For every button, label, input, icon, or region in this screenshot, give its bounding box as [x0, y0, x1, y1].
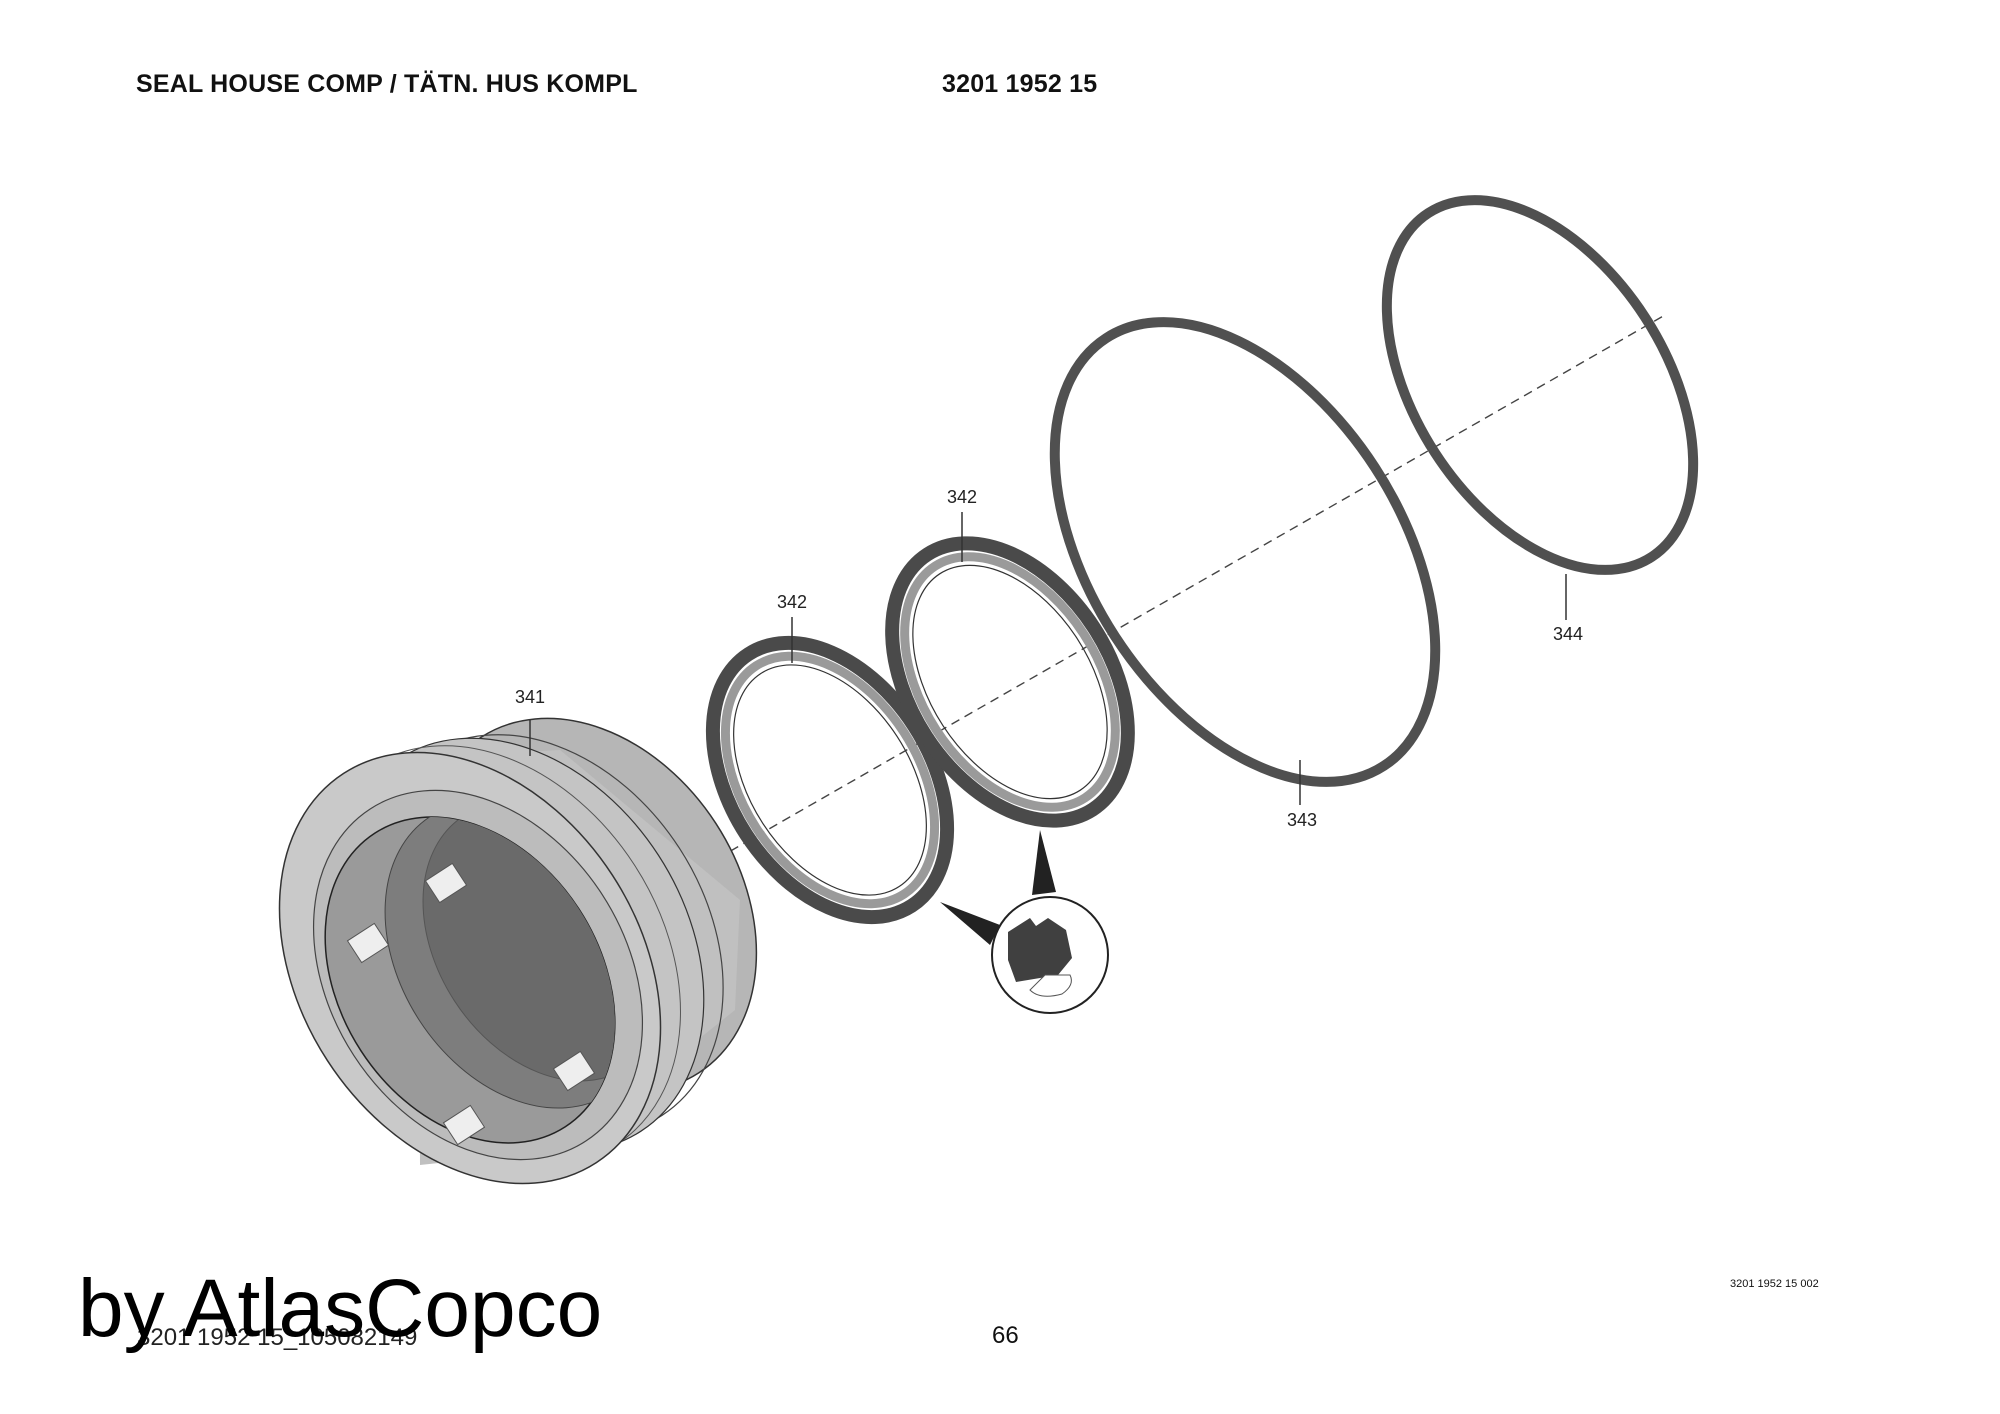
page-title: SEAL HOUSE COMP / TÄTN. HUS KOMPL: [136, 70, 638, 98]
detail-pointer-left: [940, 902, 1000, 945]
callout-344: 344: [1553, 624, 1583, 644]
callout-341: 341: [515, 687, 545, 707]
callout-342a: 342: [777, 592, 807, 612]
lug-top: [424, 862, 468, 904]
part-342-seal-ring-b: [885, 536, 1135, 828]
lug-right: [552, 1050, 596, 1092]
part-341-seal-house: [278, 717, 758, 1185]
lug-left: [346, 922, 390, 964]
part-343-o-ring: [1049, 317, 1441, 787]
page-number: 66: [992, 1322, 1019, 1349]
callout-342b: 342: [947, 487, 977, 507]
part-number: 3201 1952 15: [942, 70, 1098, 98]
callout-343: 343: [1287, 810, 1317, 830]
seal-section-detail: [940, 830, 1109, 1014]
lug-bottom: [442, 1104, 486, 1146]
footer-doc-ref: 3201 1952 15_105082149: [137, 1324, 418, 1351]
detail-pointer-top: [1032, 830, 1056, 895]
drawing-id: 3201 1952 15 002: [1730, 1278, 1819, 1290]
watermark: by AtlasCopco: [78, 1263, 603, 1354]
part-344-o-ring: [1381, 195, 1699, 575]
